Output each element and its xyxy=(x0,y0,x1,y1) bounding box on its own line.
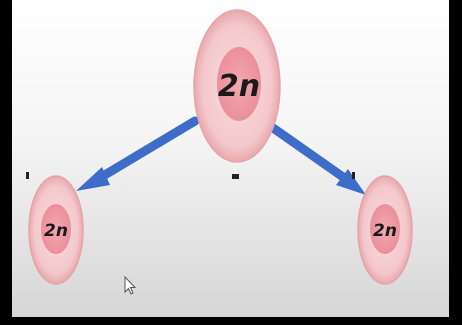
daughter-cell-right: 2n xyxy=(357,175,413,285)
parent-cell-label: 2n xyxy=(218,69,260,104)
daughter-cell-right-nucleus xyxy=(370,204,400,254)
daughter-cell-right-label: 2n xyxy=(373,221,397,241)
daughter-cell-left: 2n xyxy=(28,175,84,285)
parent-cell-nucleus xyxy=(217,47,261,121)
daughter-cell-left-label: 2n xyxy=(44,221,68,241)
stray-mark-right xyxy=(352,172,355,179)
stray-mark-left xyxy=(26,172,29,179)
arrow-right xyxy=(261,118,366,195)
parent-cell: 2n xyxy=(193,9,281,163)
mouse-cursor-icon xyxy=(124,275,137,295)
daughter-cell-left-nucleus xyxy=(41,204,71,254)
stray-mark-center xyxy=(232,174,239,179)
arrow-left xyxy=(76,116,200,191)
